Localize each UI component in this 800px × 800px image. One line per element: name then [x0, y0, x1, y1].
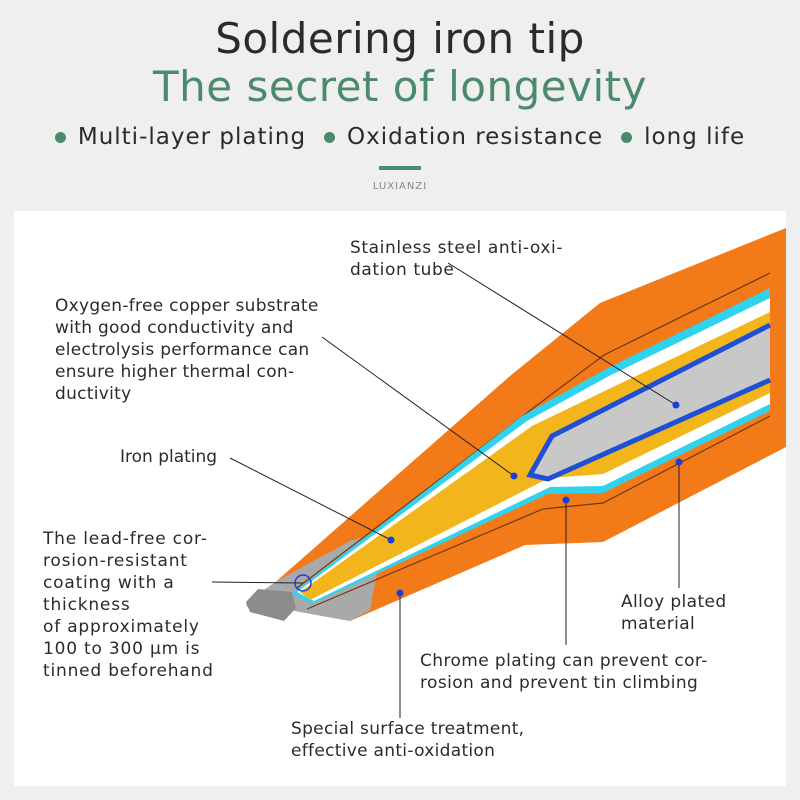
page-title: Soldering iron tip: [215, 14, 585, 63]
marker-dot: [562, 496, 570, 504]
page-subtitle: The secret of longevity: [153, 62, 647, 111]
inner-core: [530, 325, 770, 479]
marker-dot: [396, 589, 404, 597]
shell-outline: [306, 415, 771, 610]
leader-line: [447, 262, 677, 406]
bullet-dot-icon: [621, 131, 633, 143]
feature-item: long life: [621, 124, 745, 150]
callout-alloy: Alloy plated material: [621, 592, 727, 634]
core-outline: [526, 322, 772, 482]
callout-iron: Iron plating: [120, 447, 218, 467]
marker-dot: [510, 472, 518, 480]
marker-dot: [675, 458, 683, 466]
feature-item: Multi-layer plating: [54, 124, 307, 150]
callout-chrome: Chrome plating can prevent cor- rosion a…: [420, 651, 708, 693]
callout-special: Special surface treatment, effective ant…: [291, 719, 525, 761]
feature-label: Oxidation resistance: [347, 124, 604, 150]
title-divider: [379, 166, 421, 170]
bullet-dot-icon: [324, 131, 336, 143]
soldering-tip-diagram: [211, 228, 786, 718]
leader-line: [229, 457, 392, 541]
callout-lead-free: The lead-free cor- rosion-resistant coat…: [43, 529, 214, 681]
feature-item: Oxidation resistance: [324, 124, 603, 150]
marker-dot: [387, 536, 395, 544]
shell-outline: [296, 272, 771, 589]
callout-stainless: Stainless steel anti-oxi- dation tube: [350, 238, 564, 280]
feature-list: Multi-layer plating Oxidation resistance…: [0, 124, 800, 150]
diagram-panel: Stainless steel anti-oxi- dation tube Ox…: [14, 211, 786, 786]
leader-line: [211, 581, 304, 584]
tip-ring-marker: [294, 574, 312, 592]
callout-copper: Oxygen-free copper substrate with good c…: [55, 296, 319, 404]
feature-label: Multi-layer plating: [77, 124, 307, 150]
tip-chisel-face: [246, 589, 296, 621]
feature-label: long life: [644, 124, 746, 150]
marker-dot: [672, 401, 680, 409]
leader-line: [321, 336, 515, 477]
bullet-dot-icon: [54, 131, 66, 143]
brand-name: LUXIANZI: [372, 181, 428, 192]
